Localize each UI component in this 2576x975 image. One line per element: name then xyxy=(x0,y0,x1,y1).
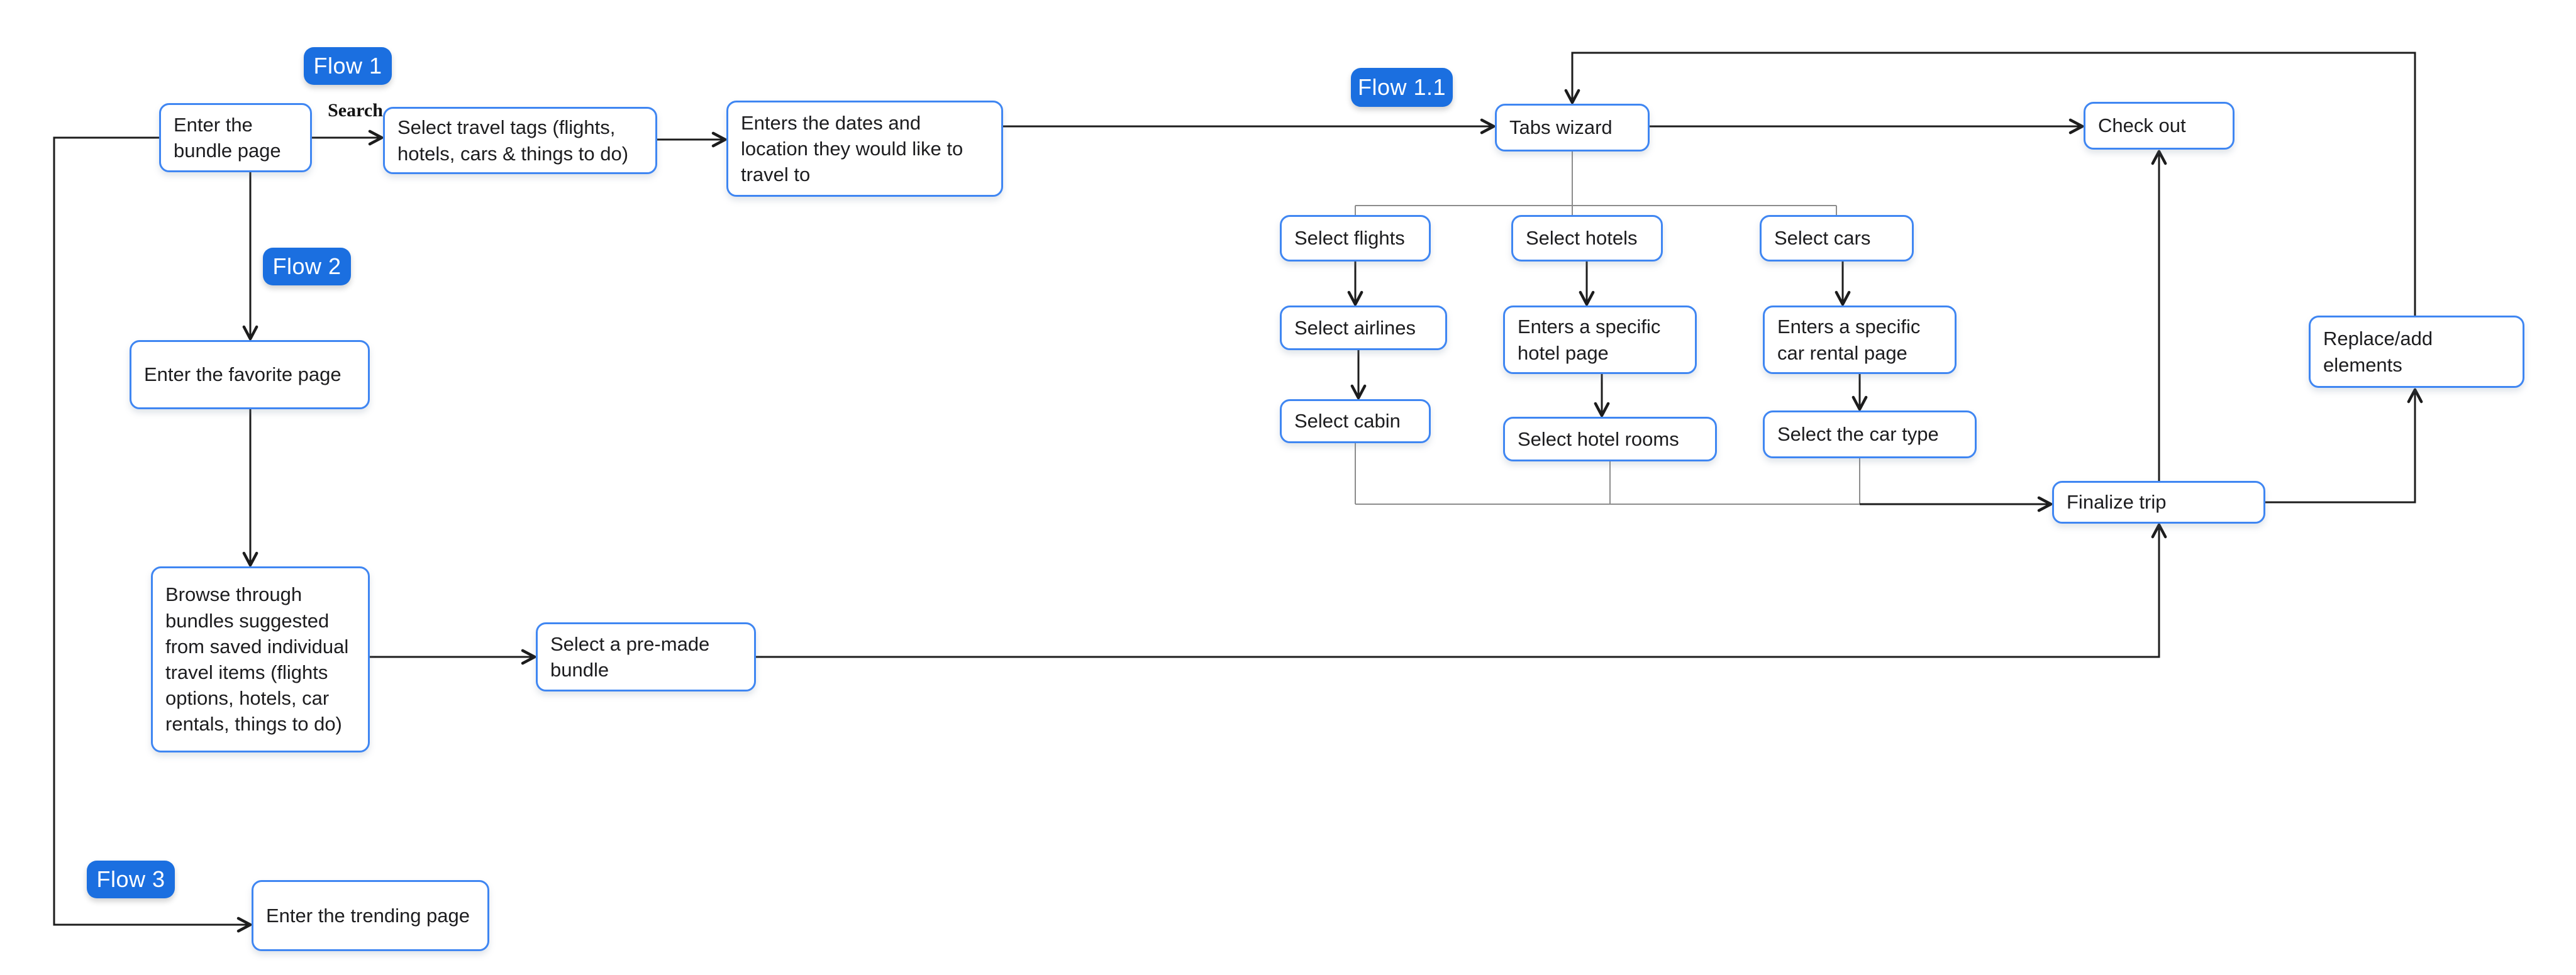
node-select-travel-tags[interactable]: Select travel tags (flights, hotels, car… xyxy=(383,107,657,174)
node-check-out[interactable]: Check out xyxy=(2084,102,2235,150)
flow-badge-flow-3[interactable]: Flow 3 xyxy=(87,861,175,898)
node-enter-bundle-page[interactable]: Enter the bundle page xyxy=(159,103,312,172)
node-select-cars[interactable]: Select cars xyxy=(1760,215,1914,262)
flow-badge-flow-1-1[interactable]: Flow 1.1 xyxy=(1351,68,1453,107)
node-select-hotels[interactable]: Select hotels xyxy=(1511,215,1663,262)
edge-connector xyxy=(1564,52,2416,316)
node-enter-favorite-page[interactable]: Enter the favorite page xyxy=(130,340,370,409)
node-select-premade[interactable]: Select a pre-made bundle xyxy=(536,622,756,691)
node-select-flights[interactable]: Select flights xyxy=(1280,215,1431,262)
flow-badge-flow-1[interactable]: Flow 1 xyxy=(304,47,392,85)
node-enter-trending-page[interactable]: Enter the trending page xyxy=(252,880,489,951)
node-select-car-type[interactable]: Select the car type xyxy=(1763,410,1977,458)
node-select-hotel-rooms[interactable]: Select hotel rooms xyxy=(1503,417,1717,461)
node-browse-bundles[interactable]: Browse through bundles suggested from sa… xyxy=(151,566,370,752)
edge-connector xyxy=(53,136,252,933)
node-enters-car-rental[interactable]: Enters a specific car rental page xyxy=(1763,306,1957,374)
edge-connector xyxy=(2265,388,2423,504)
node-enters-hotel-page[interactable]: Enters a specific hotel page xyxy=(1503,306,1697,374)
node-replace-add[interactable]: Replace/add elements xyxy=(2309,316,2524,388)
node-enters-dates[interactable]: Enters the dates and location they would… xyxy=(726,101,1003,197)
node-finalize-trip[interactable]: Finalize trip xyxy=(2052,481,2265,524)
node-tabs-wizard[interactable]: Tabs wizard xyxy=(1495,104,1650,151)
edge-connector xyxy=(756,523,2167,658)
flow-badge-flow-2[interactable]: Flow 2 xyxy=(263,248,351,285)
annotation-search-label[interactable]: Search xyxy=(328,100,383,121)
node-select-cabin[interactable]: Select cabin xyxy=(1280,399,1431,443)
node-select-airlines[interactable]: Select airlines xyxy=(1280,306,1447,350)
